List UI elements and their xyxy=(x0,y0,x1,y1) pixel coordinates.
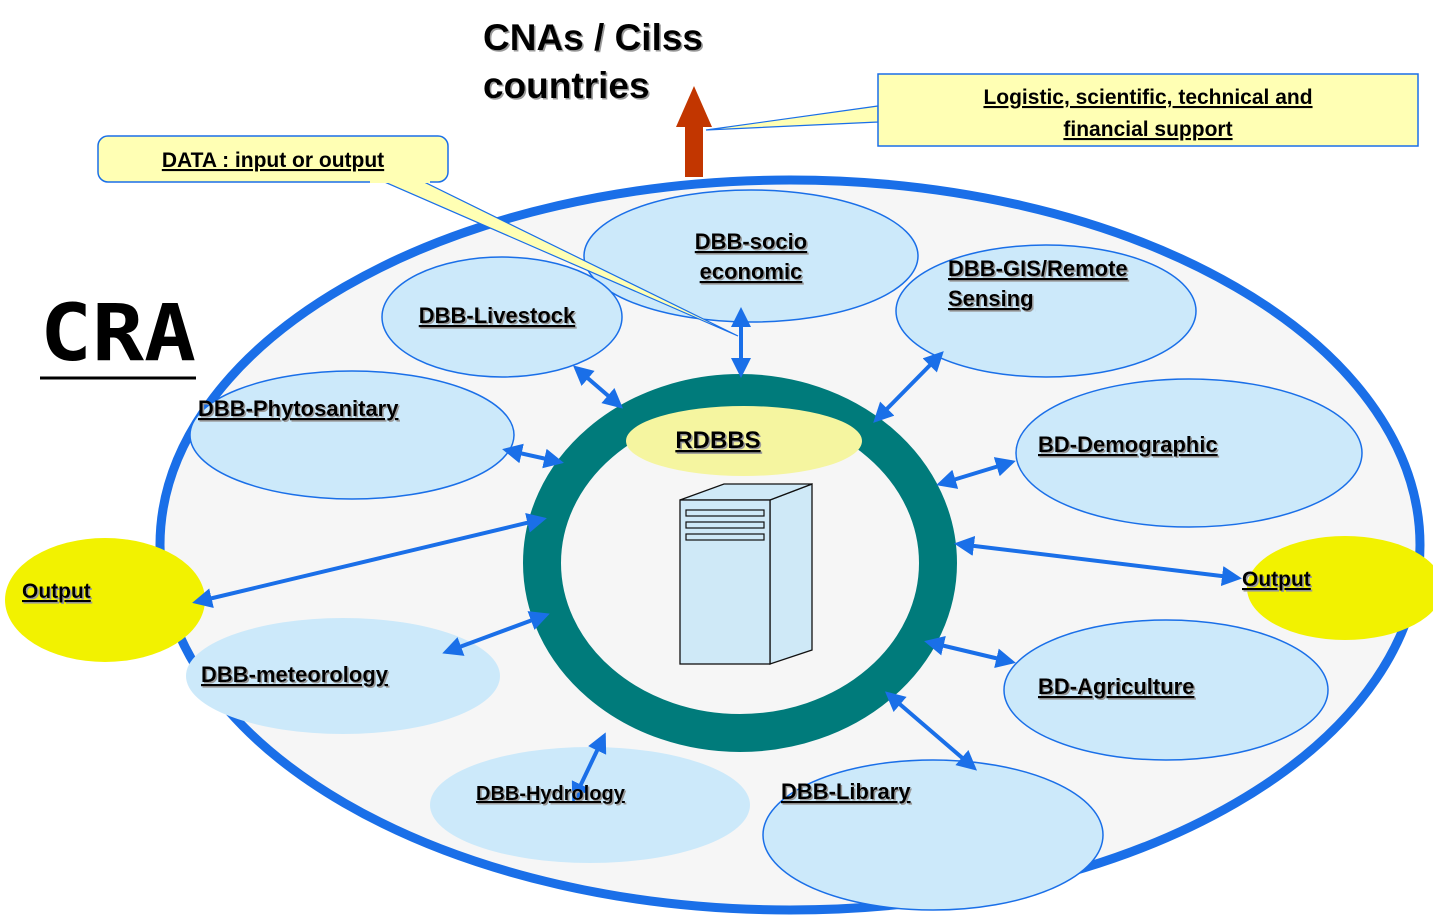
node-demographic-label: BD-Demographic xyxy=(1038,432,1218,457)
support-callout-line-2: financial support xyxy=(1063,118,1232,141)
output-left-label: Output xyxy=(22,580,91,603)
data-callout-text: DATA : input or output xyxy=(162,149,384,172)
node-socio-label-1: DBB-socio xyxy=(695,229,807,254)
cra-label: CRA xyxy=(40,289,196,379)
up-arrow-icon xyxy=(676,86,712,177)
server-icon xyxy=(679,483,813,665)
node-gis-label-2: Sensing xyxy=(948,286,1034,311)
output-right-label: Output xyxy=(1242,568,1311,591)
node-gis-label-1: DBB-GIS/Remote xyxy=(948,256,1128,281)
node-library-label: DBB-Library xyxy=(781,779,911,804)
node-hydrology-ellipse xyxy=(430,747,750,863)
node-meteorology-ellipse xyxy=(186,618,500,734)
title-line-2: countries xyxy=(483,65,650,106)
node-meteorology-label: DBB-meteorology xyxy=(201,662,389,687)
center-label-ellipse xyxy=(626,406,862,476)
arrow-meteorology xyxy=(442,611,550,656)
node-socio-label-2: economic xyxy=(700,259,803,284)
arrow-library xyxy=(884,691,978,771)
output-right-ellipse xyxy=(1247,536,1433,640)
arrow-output-left xyxy=(192,512,547,609)
arrow-demographic xyxy=(936,457,1016,489)
title-line-1: CNAs / Cilss xyxy=(483,17,703,58)
support-callout xyxy=(705,73,1419,147)
output-left-ellipse xyxy=(5,538,205,662)
node-agriculture-label: BD-Agriculture xyxy=(1038,674,1194,699)
node-livestock-label: DBB-Livestock xyxy=(419,303,576,328)
arrow-agriculture xyxy=(924,635,1016,669)
node-hydrology-label: DBB-Hydrology xyxy=(476,783,626,805)
node-livestock-ellipse xyxy=(381,256,623,378)
arrow-hydrology xyxy=(571,732,607,803)
node-socio-ellipse xyxy=(583,189,919,323)
arrow-livestock xyxy=(572,365,624,409)
node-gis-ellipse xyxy=(895,244,1197,378)
center-label: RDBBS xyxy=(675,427,760,454)
arrow-phytosanitary xyxy=(502,443,564,469)
node-demographic-ellipse xyxy=(1015,378,1363,528)
node-phytosanitary-label: DBB-Phytosanitary xyxy=(198,396,399,421)
support-callout-line-1: Logistic, scientific, technical and xyxy=(983,86,1312,109)
data-callout xyxy=(97,135,739,337)
arrow-output-right xyxy=(954,536,1242,586)
connector-arrows xyxy=(192,307,1242,803)
node-agriculture-ellipse xyxy=(1003,619,1329,761)
arrow-gis xyxy=(873,351,944,423)
node-phytosanitary-ellipse xyxy=(189,370,515,500)
